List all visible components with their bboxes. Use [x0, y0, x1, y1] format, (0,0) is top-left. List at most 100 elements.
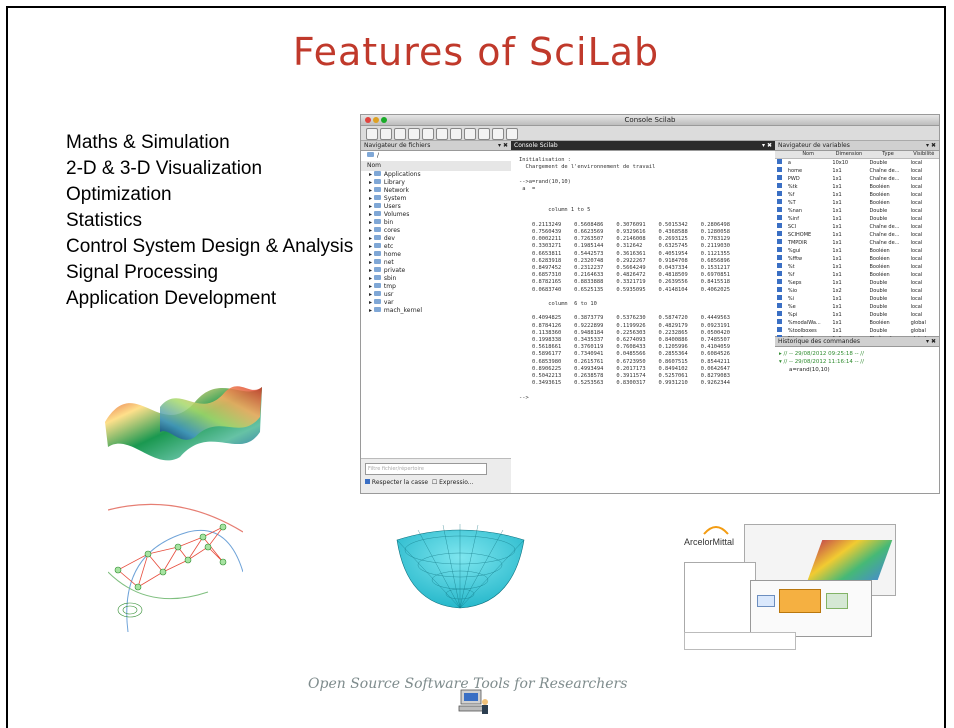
variable-icon — [777, 279, 782, 284]
folder-icon — [373, 187, 381, 192]
print-icon — [450, 128, 462, 140]
feature-item: Statistics — [66, 210, 143, 231]
file-list-item[interactable]: ▸ Applications — [369, 171, 421, 178]
feature-item: Application Development — [66, 288, 277, 309]
file-list-item[interactable]: ▸ sbin — [369, 275, 397, 282]
application-screenshot: ArcelorMittal — [684, 520, 904, 650]
feature-item: Maths & Simulation — [66, 132, 230, 153]
file-list-item[interactable]: ▸ var — [369, 299, 394, 306]
feature-item: Control System Design & Analysis — [66, 236, 354, 257]
console-header: Console Scilab▾ ✖ — [511, 141, 775, 151]
folder-icon — [373, 211, 381, 216]
close-icon — [365, 117, 371, 123]
folder-icon — [373, 219, 381, 224]
editor-icon — [464, 128, 476, 140]
folder-icon — [373, 275, 381, 280]
file-list-item[interactable]: ▸ cores — [369, 227, 401, 234]
company-logo: ArcelorMittal — [684, 520, 744, 547]
surface-plot-image — [105, 386, 262, 461]
variable-icon — [777, 231, 782, 236]
console-pane: Console Scilab▾ ✖ Initialisation : Charg… — [511, 141, 776, 493]
variable-icon — [777, 287, 782, 292]
feature-list: Maths & Simulation 2-D & 3-D Visualizati… — [66, 130, 353, 312]
folder-icon — [373, 227, 381, 232]
file-list-item[interactable]: ▸ System — [369, 195, 407, 202]
file-list-item[interactable]: ▸ home — [369, 251, 401, 258]
variable-icon — [777, 207, 782, 212]
history-header: Historique des commandes▾ ✖ — [775, 337, 939, 347]
copy-icon — [408, 128, 420, 140]
file-list-item[interactable]: ▸ net — [369, 259, 394, 266]
variable-icon — [777, 183, 782, 188]
file-browser-path: / — [361, 151, 511, 161]
feature-item: Signal Processing — [66, 262, 219, 283]
folder-icon — [373, 195, 381, 200]
file-list-item[interactable]: ▸ etc — [369, 243, 394, 250]
settings-icon — [492, 128, 504, 140]
console-output: Initialisation : Chargement de l'environ… — [519, 157, 730, 401]
checkbox-icon — [365, 479, 370, 484]
file-list-item[interactable]: ▸ Library — [369, 179, 405, 186]
variable-icon — [777, 319, 782, 324]
block-diagram — [750, 580, 872, 637]
file-list-item[interactable]: ▸ usr — [369, 291, 394, 298]
history-list: ▸ // -- 29/08/2012 09:25:18 -- // ▾ // -… — [775, 347, 939, 377]
slide-title: Features of SciLab — [292, 30, 660, 74]
file-list-item[interactable]: ▸ bin — [369, 219, 394, 226]
folder-icon — [373, 267, 381, 272]
folder-icon — [373, 251, 381, 256]
history-pane: Historique des commandes▾ ✖ ▸ // -- 29/0… — [775, 337, 939, 493]
file-list-item[interactable]: ▸ Users — [369, 203, 401, 210]
folder-icon — [373, 283, 381, 288]
variable-browser-header: Navigateur de variables▾ ✖ — [775, 141, 939, 151]
variable-icon — [777, 215, 782, 220]
window-title: Console Scilab — [624, 116, 676, 124]
variable-icon — [777, 295, 782, 300]
variable-icon — [777, 167, 782, 172]
file-list-item[interactable]: ▸ Volumes — [369, 211, 410, 218]
file-list-item[interactable]: ▸ mach_kernel — [369, 307, 423, 314]
file-browser-column: Nom — [361, 161, 511, 171]
file-list-item[interactable]: ▸ tmp — [369, 283, 396, 290]
computer-user-icon — [458, 689, 488, 714]
file-list-item[interactable]: ▸ Network — [369, 187, 409, 194]
variable-icon — [777, 175, 782, 180]
variable-icon — [777, 255, 782, 260]
file-list-item[interactable]: ▸ dev — [369, 235, 395, 242]
new-file-icon — [366, 128, 378, 140]
folder-icon — [373, 179, 381, 184]
file-filter-area: Filtre fichier/répertoire Respecter la c… — [361, 458, 511, 493]
variable-icon — [777, 263, 782, 268]
console-toolbar — [361, 126, 939, 141]
scilab-console-screenshot: Console Scilab Navigateur de fichiers▾ ✖… — [360, 114, 940, 494]
filter-options: Respecter la casse ☐ Expressio... — [365, 479, 474, 486]
help-icon — [506, 128, 518, 140]
file-list: ▸ Applications▸ Library▸ Network▸ System… — [361, 171, 511, 315]
folder-icon — [373, 171, 381, 176]
file-list-item[interactable]: ▸ private — [369, 267, 406, 274]
variable-icon — [777, 199, 782, 204]
